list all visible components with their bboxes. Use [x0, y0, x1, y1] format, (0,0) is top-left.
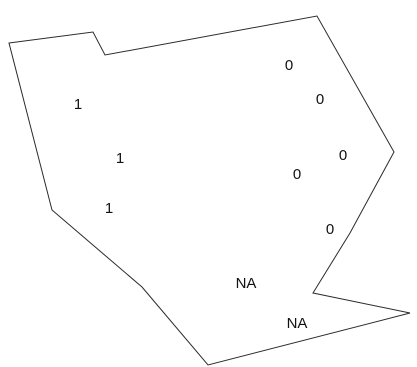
- value-label: NA: [236, 275, 257, 292]
- value-label: 0: [285, 57, 293, 74]
- value-label: 1: [105, 200, 113, 217]
- value-label: 1: [74, 96, 82, 113]
- value-label: 0: [293, 166, 301, 183]
- value-label: 0: [326, 221, 334, 238]
- value-label: NA: [287, 315, 308, 332]
- region-outline: [8, 15, 411, 366]
- value-label: 0: [316, 91, 324, 108]
- value-label: 0: [339, 147, 347, 164]
- value-label: 1: [116, 150, 124, 167]
